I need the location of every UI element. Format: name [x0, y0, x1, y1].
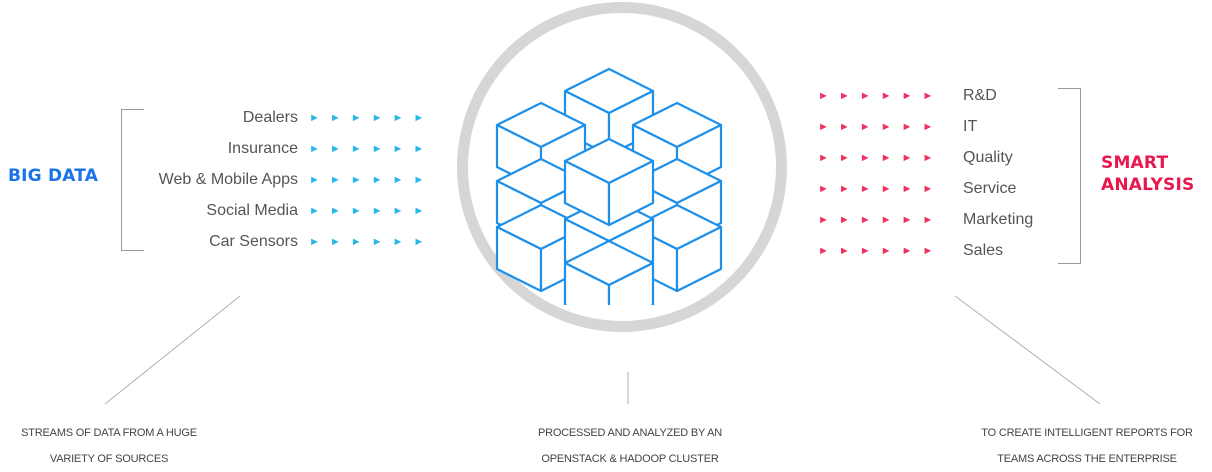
- arrow-row-icon: ►►►►►►: [309, 174, 435, 186]
- target-list: R&D IT Quality Service Marketing Sales: [963, 83, 1083, 269]
- right-bracket: [1058, 88, 1081, 264]
- smart-analysis-title-line1: SMART: [1101, 153, 1169, 173]
- source-arrows: ►►►►►► ►►►►►► ►►►►►► ►►►►►► ►►►►►►: [309, 105, 441, 260]
- source-item-insurance: Insurance: [227, 140, 298, 157]
- caption-reports-line1: TO CREATE INTELLIGENT REPORTS FOR: [981, 427, 1193, 439]
- source-list: Dealers Insurance Web & Mobile Apps Soci…: [150, 105, 298, 260]
- arrow-row-icon: ►►►►►►: [818, 214, 944, 226]
- arrow-row-icon: ►►►►►►: [309, 236, 435, 248]
- caption-processing: PROCESSED AND ANALYZED BY AN OPENSTACK &…: [510, 420, 750, 472]
- target-item-marketing: Marketing: [963, 211, 1034, 228]
- target-item-quality: Quality: [963, 149, 1013, 166]
- source-item-dealers: Dealers: [242, 109, 298, 126]
- left-bracket: [121, 109, 144, 251]
- smart-analysis-title-line2: ANALYSIS: [1101, 175, 1195, 195]
- target-item-service: Service: [963, 180, 1017, 197]
- caption-processing-line2: OPENSTACK & HADOOP CLUSTER: [541, 453, 719, 465]
- caption-sources-line1: STREAMS OF DATA FROM A HUGE: [21, 427, 197, 439]
- arrow-row-icon: ►►►►►►: [309, 143, 435, 155]
- cluster-circle: [457, 2, 787, 332]
- caption-reports: TO CREATE INTELLIGENT REPORTS FOR TEAMS …: [962, 420, 1212, 472]
- smart-analysis-title: SMART ANALYSIS: [1101, 152, 1211, 196]
- source-item-car-sensors: Car Sensors: [209, 233, 298, 250]
- source-item-web-mobile-apps: Web & Mobile Apps: [158, 171, 298, 188]
- arrow-row-icon: ►►►►►►: [818, 183, 944, 195]
- target-item-it: IT: [963, 118, 978, 135]
- caption-sources-line2: VARIETY OF SOURCES: [49, 453, 169, 465]
- caption-reports-line2: TEAMS ACROSS THE ENTERPRISE: [997, 453, 1177, 465]
- source-item-social-media: Social Media: [206, 202, 298, 219]
- arrow-row-icon: ►►►►►►: [818, 90, 944, 102]
- target-item-rnd: R&D: [963, 87, 997, 104]
- cube-cluster-icon: [495, 67, 723, 305]
- arrow-row-icon: ►►►►►►: [309, 112, 435, 124]
- target-item-sales: Sales: [963, 242, 1004, 259]
- target-arrows: ►►►►►► ►►►►►► ►►►►►► ►►►►►► ►►►►►► ►►►►►…: [818, 83, 950, 269]
- arrow-row-icon: ►►►►►►: [818, 121, 944, 133]
- big-data-title: BIG DATA: [8, 166, 99, 186]
- caption-sources: STREAMS OF DATA FROM A HUGE VARIETY OF S…: [0, 420, 218, 472]
- arrow-row-icon: ►►►►►►: [818, 152, 944, 164]
- arrow-row-icon: ►►►►►►: [818, 245, 944, 257]
- arrow-row-icon: ►►►►►►: [309, 205, 435, 217]
- caption-processing-line1: PROCESSED AND ANALYZED BY AN: [537, 427, 723, 439]
